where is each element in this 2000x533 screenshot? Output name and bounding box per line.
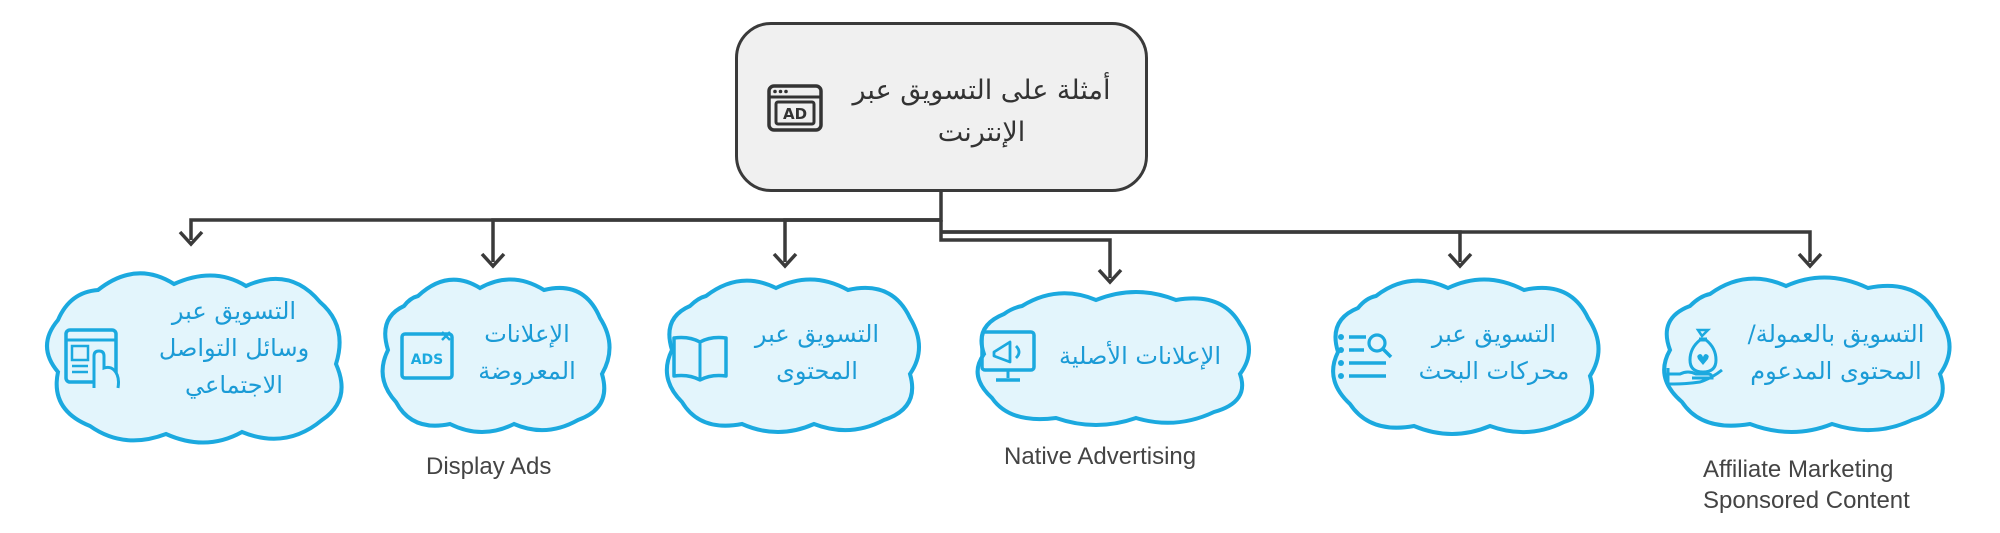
node-social-media-line2: وسائل التواصل (158, 334, 310, 362)
node-display-ads-line1: الإعلانات (484, 320, 570, 348)
node-content-marketing-label: التسويق عبر المحتوى (732, 316, 902, 390)
node-search-engine-line2: محركات البحث (1418, 357, 1570, 385)
cloud-native-advertising (975, 290, 1251, 427)
caption-display-ads: Display Ads (426, 453, 552, 480)
svg-text:ADS: ADS (411, 352, 444, 368)
cloud-search-engine-marketing (1331, 277, 1601, 436)
search-list-icon (1338, 333, 1393, 379)
cloud-social-media (45, 271, 344, 445)
social-hand-icon (64, 328, 120, 389)
node-social-media-label: التسويق عبر وسائل التواصل الاجتماعي (124, 293, 344, 404)
cloud-affiliate-marketing (1662, 275, 1952, 434)
node-affiliate-line2: المحتوى المدعوم (1750, 357, 1922, 385)
cloud-display-ads (380, 277, 612, 434)
caption-native-advertising: Native Advertising (1004, 443, 1197, 470)
caption-sponsored-content: Sponsored Content (1703, 487, 1910, 514)
cloud-content-marketing (664, 277, 921, 434)
megaphone-monitor-icon (980, 330, 1036, 382)
node-affiliate-label: التسويق بالعمولة/ المحتوى المدعوم (1732, 316, 1940, 390)
ad-window-icon: AD (767, 84, 823, 132)
root-title-line2: الإنترنت (937, 117, 1026, 148)
open-book-icon (672, 335, 728, 382)
money-bag-hand-icon (1666, 328, 1723, 386)
svg-text:AD: AD (783, 105, 807, 123)
node-display-ads-line2: المعروضة (478, 357, 576, 385)
node-social-media-line1: التسويق عبر (171, 297, 297, 325)
node-search-engine-line1: التسويق عبر (1431, 320, 1557, 348)
node-native-advertising-line1: الإعلانات الأصلية (1059, 342, 1221, 370)
ads-window-icon: ADS (400, 331, 454, 380)
node-content-marketing-line2: المحتوى (776, 357, 858, 385)
root-node: AD أمثلة على التسويق عبر الإنترنت (735, 22, 1148, 192)
node-affiliate-line1: التسويق بالعمولة/ (1747, 320, 1925, 348)
node-native-advertising-label: الإعلانات الأصلية (1040, 338, 1240, 375)
node-search-engine-label: التسويق عبر محركات البحث (1396, 316, 1592, 390)
node-social-media-line3: الاجتماعي (185, 371, 283, 399)
node-content-marketing-line1: التسويق عبر (754, 320, 880, 348)
root-title-line1: أمثلة على التسويق عبر (852, 75, 1111, 106)
caption-affiliate-marketing: Affiliate Marketing (1703, 456, 1894, 483)
root-title: أمثلة على التسويق عبر الإنترنت (838, 70, 1125, 154)
node-display-ads-label: الإعلانات المعروضة (456, 316, 598, 390)
